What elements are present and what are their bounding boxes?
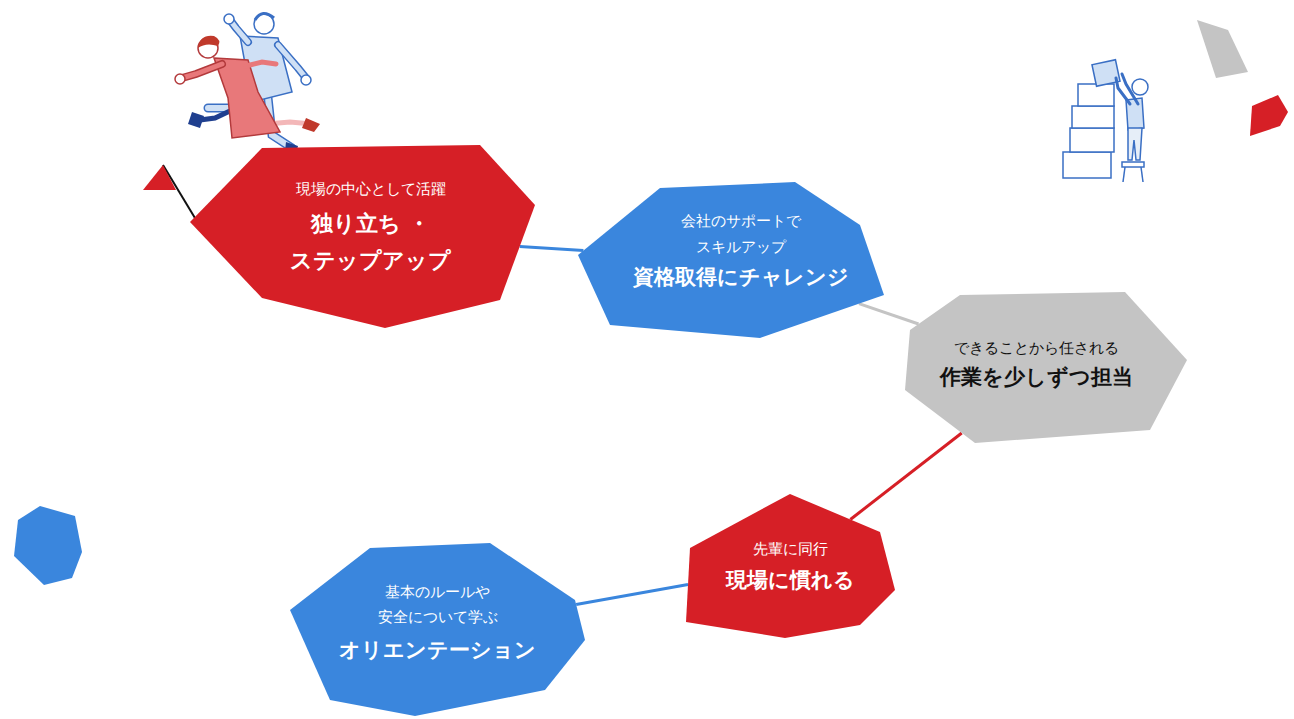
stacker-arm	[1116, 78, 1130, 104]
running-man	[208, 13, 311, 163]
decor-shape	[1250, 95, 1288, 136]
box-stacker	[1063, 60, 1148, 182]
node-shape	[686, 494, 895, 638]
node-subtitle: 基本のルールや 安全について学ぶ	[358, 580, 518, 630]
woman-arm	[182, 64, 222, 78]
node-text-group: できることから任される作業を少しずつ担当	[895, 290, 1177, 441]
node-outline	[578, 182, 884, 338]
connector-line	[576, 584, 688, 604]
box	[1070, 128, 1114, 152]
node-outline	[290, 543, 585, 716]
man-fist	[224, 14, 234, 24]
node-outline	[905, 292, 1187, 443]
node-text-group: 現場の中心として活躍独り立ち ・ステップアップ	[198, 137, 543, 320]
node-title: 資格取得にチャレンジ	[633, 260, 849, 296]
node-shape	[190, 145, 535, 328]
woman-fist	[175, 74, 185, 84]
man-hair	[255, 13, 274, 20]
stacker-legs	[1128, 128, 1142, 160]
process-box: 基本のルールや 安全について学ぶオリエンテーション	[290, 543, 585, 716]
woman-arm-fill	[182, 64, 222, 78]
node-subtitle: 先輩に同行	[753, 537, 828, 563]
node-text-group: 先輩に同行現場に慣れる	[686, 496, 895, 640]
connector-line	[859, 304, 919, 324]
woman-arm	[246, 62, 276, 66]
node-text-group: 会社のサポートで スキルアップ資格取得にチャレンジ	[588, 174, 894, 330]
node-outline	[686, 494, 895, 638]
stacker-head	[1132, 79, 1148, 95]
node-title: 作業を少しずつ担当	[940, 361, 1133, 395]
woman-hair	[198, 36, 219, 48]
flag	[143, 165, 176, 190]
process-box: 先輩に同行現場に慣れる	[686, 494, 895, 638]
node-subtitle: 会社のサポートで スキルアップ	[656, 208, 826, 261]
node-shape	[578, 182, 884, 338]
decor-shape	[14, 506, 82, 585]
box	[1072, 106, 1114, 128]
decor-shape	[1197, 20, 1248, 78]
stool	[1122, 162, 1144, 167]
box	[1078, 84, 1114, 106]
process-box: 現場の中心として活躍独り立ち ・ステップアップ	[190, 145, 535, 328]
box	[1063, 152, 1111, 178]
stool-leg	[1141, 167, 1143, 182]
connector-line	[520, 247, 584, 251]
node-text-group: 基本のルールや 安全について学ぶオリエンテーション	[290, 538, 585, 711]
process-box: 会社のサポートで スキルアップ資格取得にチャレンジ	[578, 182, 884, 338]
woman-leg	[200, 110, 232, 120]
node-title: オリエンテーション	[339, 633, 536, 669]
process-box: できることから任される作業を少しずつ担当	[905, 292, 1187, 443]
running-woman	[175, 36, 320, 138]
woman-dress	[214, 58, 280, 138]
node-title: 独り立ち ・ステップアップ	[251, 205, 491, 280]
node-shape	[290, 543, 585, 716]
node-outline	[190, 145, 535, 328]
connector-line	[850, 433, 961, 520]
man-arm-fill	[278, 45, 306, 78]
man-fist	[301, 75, 311, 85]
node-subtitle: できることから任される	[954, 336, 1119, 362]
man-arm	[278, 45, 306, 78]
stool-leg	[1123, 167, 1125, 182]
node-subtitle: 現場の中心として活躍	[296, 177, 446, 203]
man-head	[254, 14, 274, 34]
woman-shoe	[188, 112, 204, 128]
node-title: 現場に慣れる	[726, 563, 855, 599]
woman-shoe	[302, 118, 320, 132]
